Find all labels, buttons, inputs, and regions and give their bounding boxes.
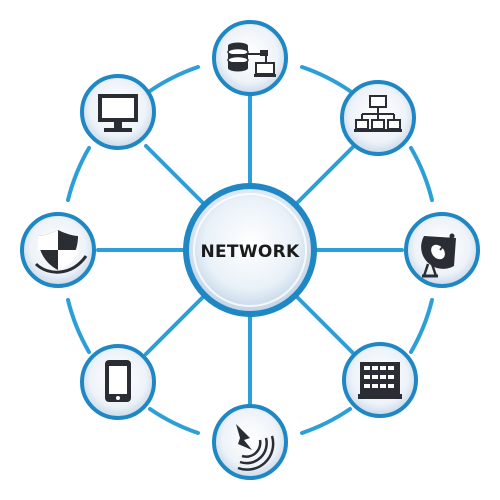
outer-ring <box>66 65 434 435</box>
spoke-mobile <box>144 290 210 356</box>
monitor-icon <box>98 94 138 132</box>
server-rack-icon <box>358 362 402 399</box>
security-node <box>20 212 96 288</box>
mobile-device-node <box>80 344 156 420</box>
lan-hierarchy-node <box>340 80 416 156</box>
network-hierarchy-icon <box>354 95 402 132</box>
database-server-icon <box>227 42 276 77</box>
satellite-dish-icon <box>421 233 456 278</box>
database-server-node <box>212 20 288 96</box>
spokes <box>96 90 404 406</box>
spoke-lan <box>290 144 356 210</box>
shield-icon <box>34 230 88 274</box>
network-hub: NETWORK <box>183 183 317 317</box>
server-rack-node <box>342 342 418 418</box>
spoke-monitor <box>144 144 210 210</box>
wireless-signal-icon <box>236 424 275 471</box>
spoke-server-rack <box>290 290 356 356</box>
satellite-dish-node <box>404 212 480 288</box>
desktop-monitor-node <box>80 74 156 150</box>
tablet-icon <box>105 360 131 402</box>
wireless-node <box>212 404 288 480</box>
hub-label: NETWORK <box>200 242 300 262</box>
